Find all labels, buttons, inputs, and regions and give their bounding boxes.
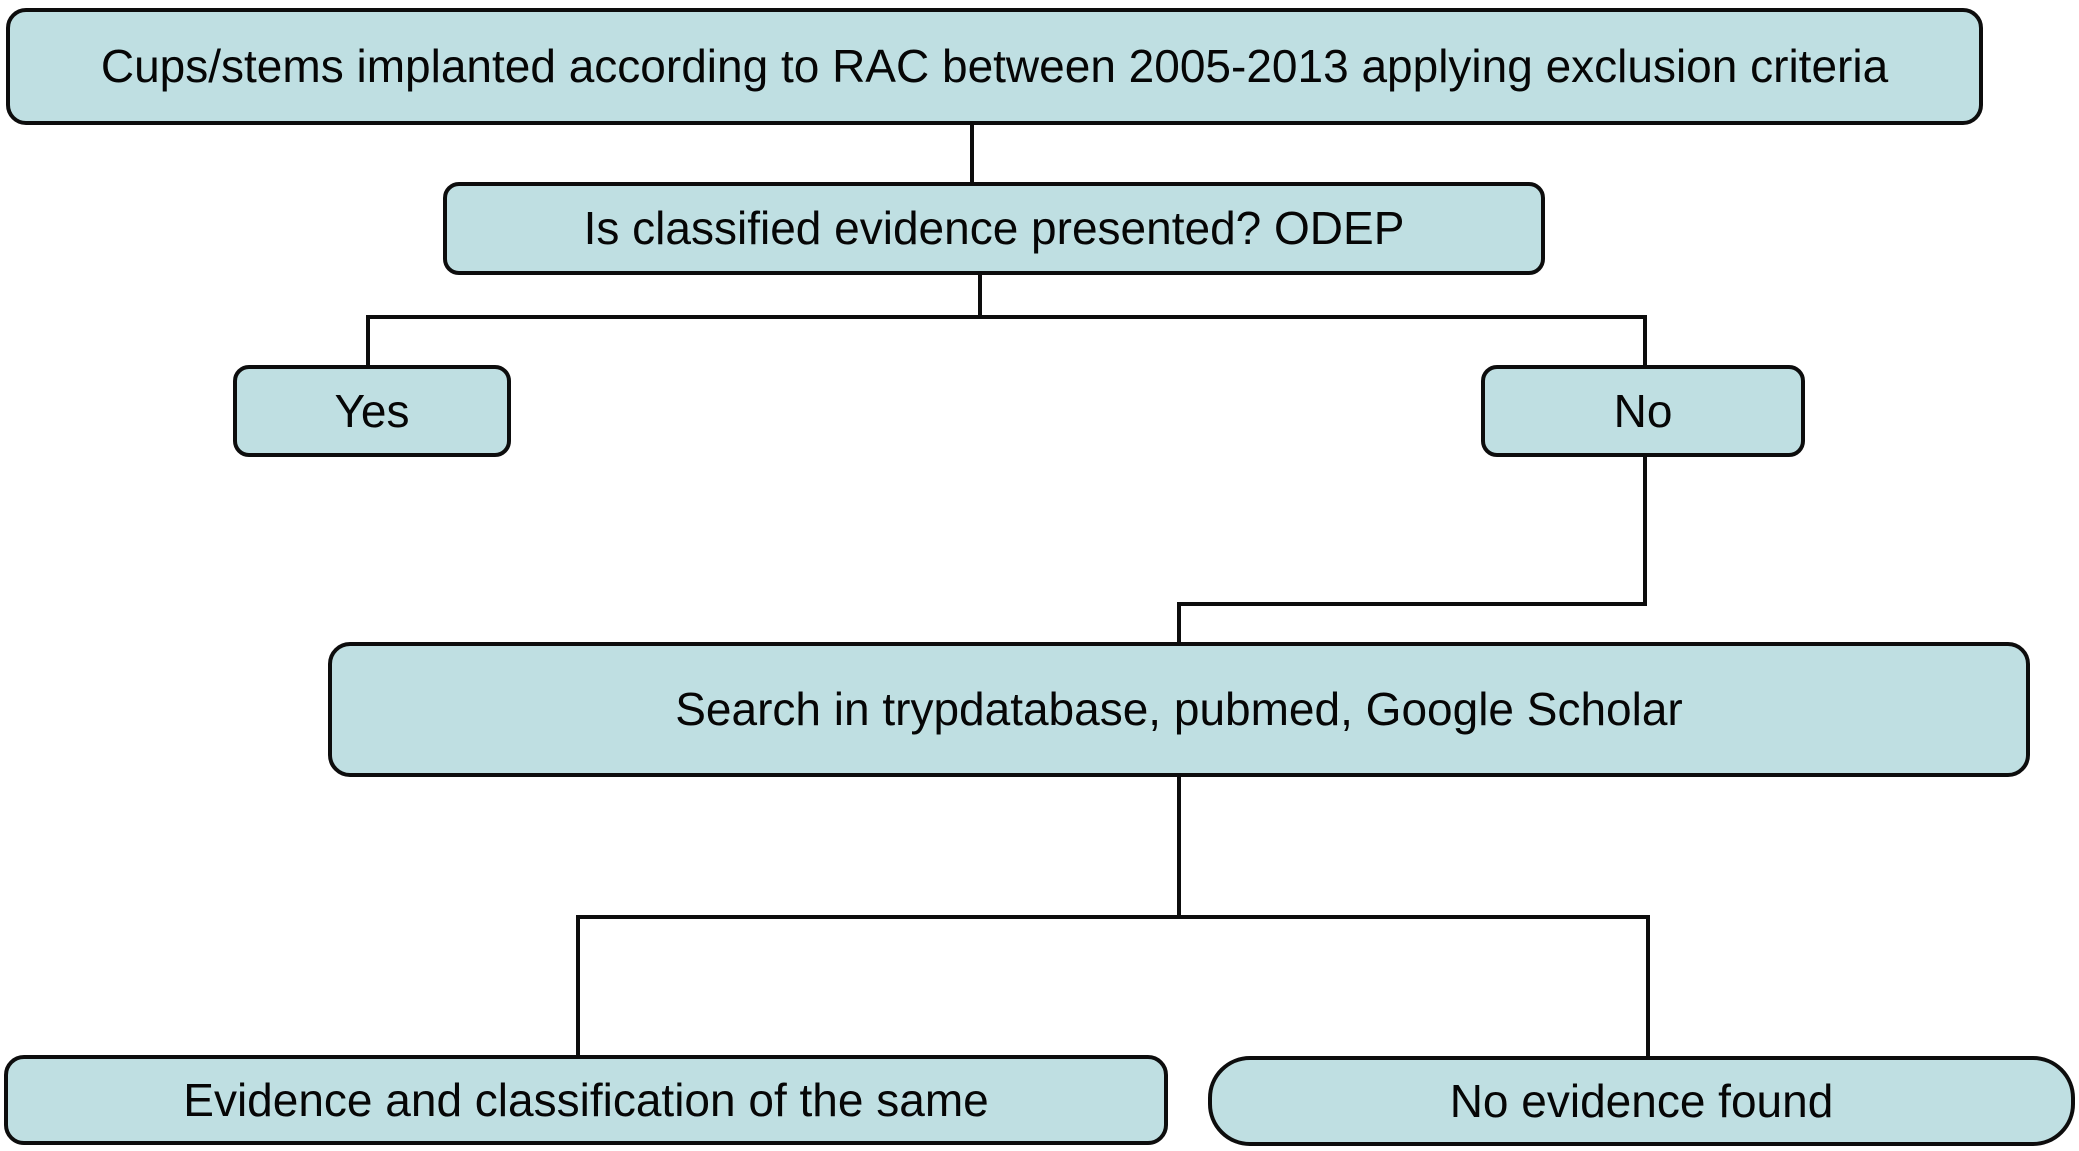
connector-drop-to-no [1643,315,1647,367]
connector-no-down [1643,455,1647,606]
flowchart-node-evidence-found: Evidence and classification of the same [4,1055,1168,1145]
node-root-label: Cups/stems implanted according to RAC be… [100,40,1889,93]
flowchart-node-yes: Yes [233,365,511,457]
connector-no-to-search-horizontal [1177,602,1647,606]
node-question-label: Is classified evidence presented? ODEP [583,202,1405,255]
connector-search-down [1177,775,1181,919]
connector-branch-results [576,915,1650,919]
flowchart-node-search: Search in trypdatabase, pubmed, Google S… [328,642,2030,777]
connector-drop-to-yes [366,315,370,367]
flowchart-node-no-evidence-found: No evidence found [1208,1056,2075,1146]
connector-drop-to-no-evidence [1646,915,1650,1058]
flowchart-node-no: No [1481,365,1805,457]
node-evidence-label: Evidence and classification of the same [183,1073,989,1126]
node-no-label: No [1613,384,1673,437]
connector-root-to-question [970,123,974,184]
connector-drop-to-search [1177,602,1181,646]
node-no-evidence-label: No evidence found [1449,1074,1834,1127]
node-yes-label: Yes [334,384,410,437]
connector-drop-to-evidence [576,915,580,1057]
connector-branch-yes-no [366,315,1647,319]
flowchart-node-root: Cups/stems implanted according to RAC be… [6,8,1983,125]
connector-question-stub [978,273,982,319]
flowchart-node-question: Is classified evidence presented? ODEP [443,182,1545,275]
node-search-label: Search in trypdatabase, pubmed, Google S… [675,683,1683,736]
